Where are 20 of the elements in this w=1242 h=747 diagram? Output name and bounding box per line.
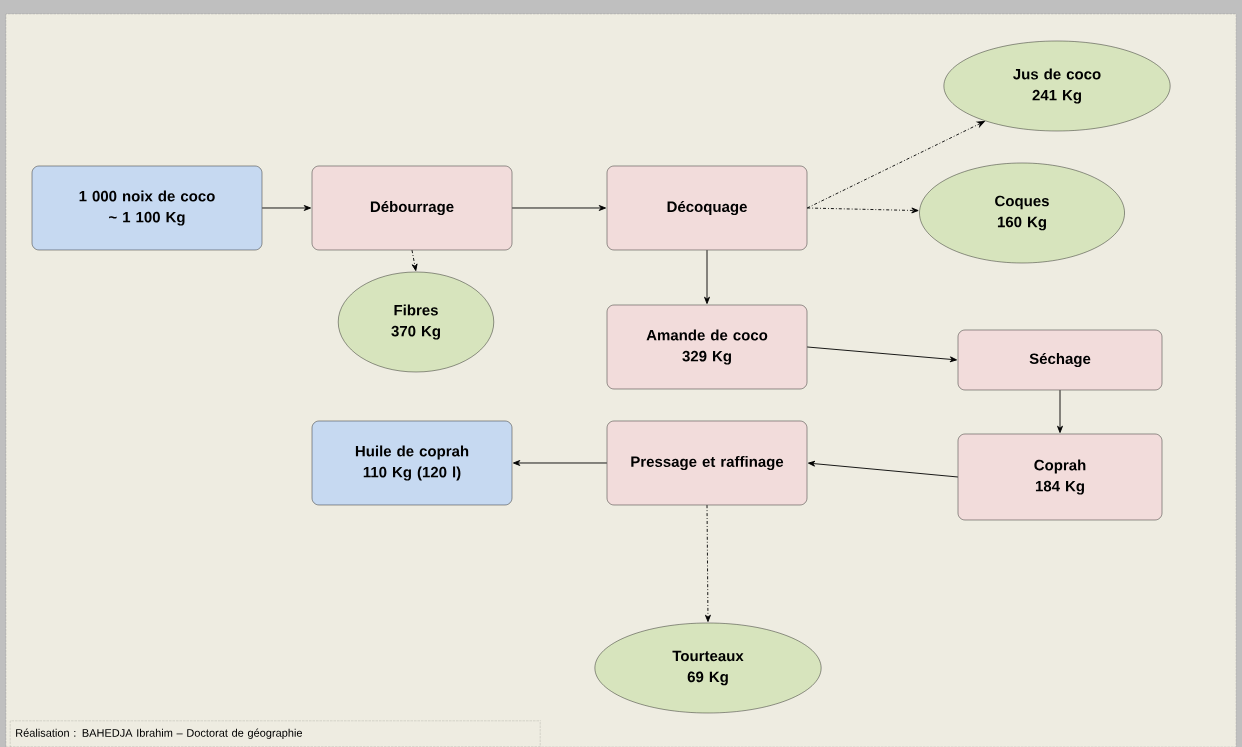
process-box: Pressage et raffinage: [606, 420, 808, 506]
arrow: [806, 346, 958, 363]
credit-note: Réalisation : BAHEDJA Ibrahim – Doctorat de géographie: [10, 720, 541, 747]
arrow: [511, 205, 607, 211]
process-box: Débourrage: [311, 165, 513, 251]
process-box: Coprah 184 Kg: [957, 433, 1163, 521]
process-box: Huile de coprah 110 Kg (120 l): [311, 420, 513, 506]
arrow: [808, 460, 959, 478]
arrow: [806, 207, 919, 214]
arrow: [513, 460, 608, 466]
arrow: [806, 121, 985, 209]
arrow: [705, 504, 711, 622]
process-box: Séchage: [957, 329, 1163, 391]
process-box: Amande de coco 329 Kg: [606, 304, 808, 390]
process-box: Décoquage: [606, 165, 808, 251]
arrow: [261, 205, 311, 211]
arrow: [411, 249, 418, 271]
process-box: 1 000 noix de coco ~ 1 100 Kg: [31, 165, 263, 251]
arrow: [704, 249, 710, 304]
arrow: [1057, 389, 1063, 433]
